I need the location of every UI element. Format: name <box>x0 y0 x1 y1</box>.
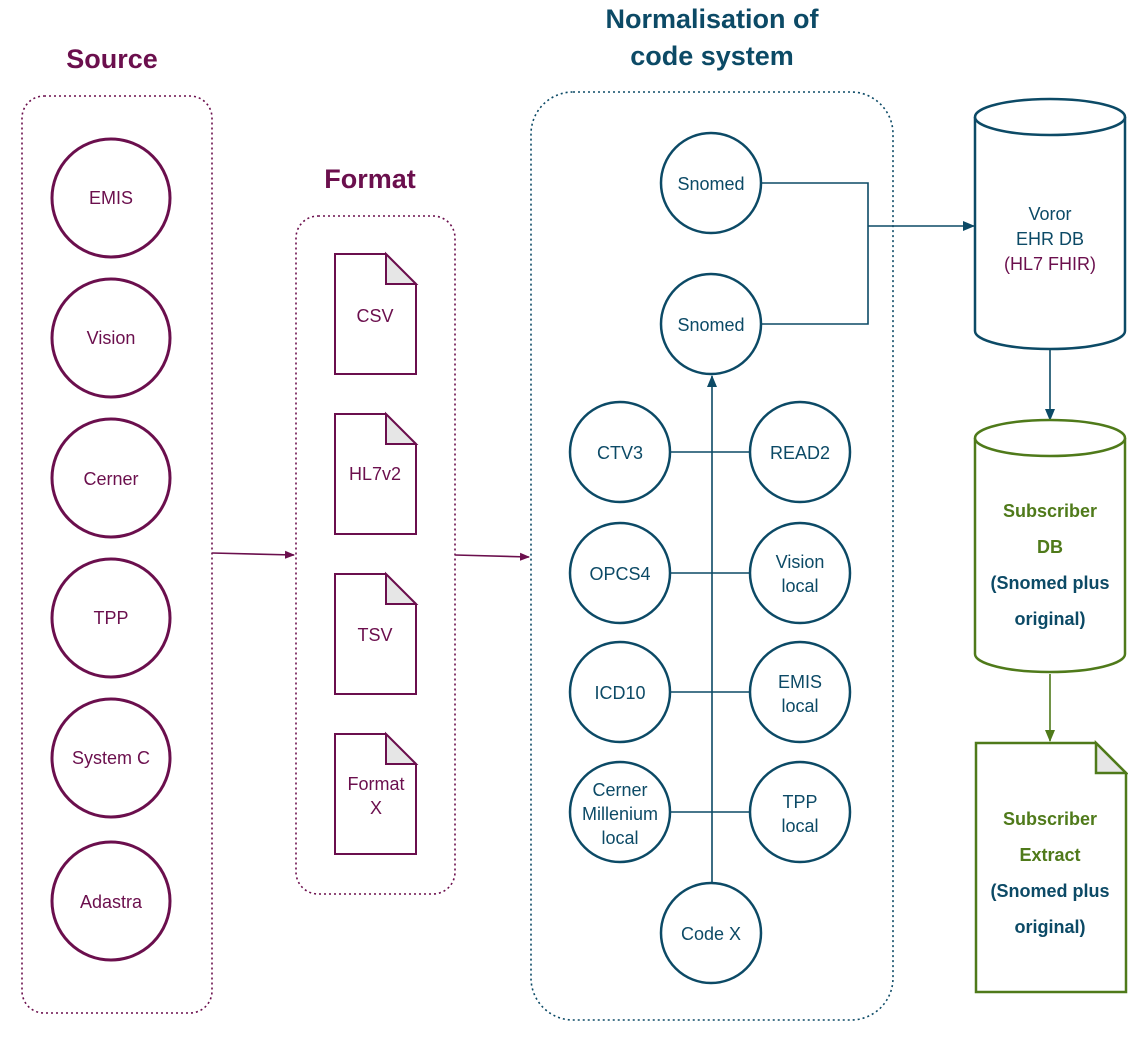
code-label-tpp-local-line1: TPP <box>782 792 817 812</box>
format-label-tsv: TSV <box>357 625 392 645</box>
source-label-adastra: Adastra <box>80 892 143 912</box>
code-node-opcs4[interactable]: OPCS4 <box>568 521 672 625</box>
snomed-mid-connector <box>762 226 869 325</box>
ehr-db-label-line1: Voror <box>1028 204 1071 224</box>
code-node-snomed-top[interactable]: Snomed <box>659 131 763 235</box>
format-doc-hl7v2[interactable]: HL7v2 <box>334 411 419 535</box>
code-label-vision-local-line1: Vision <box>776 552 825 572</box>
source-title: Source <box>66 44 158 74</box>
format-label-csv: CSV <box>356 306 393 326</box>
ehr-db-label-line3: (HL7 FHIR) <box>1004 254 1096 274</box>
code-node-cerner-millenium-local[interactable]: Cerner Millenium local <box>568 760 672 864</box>
subscriber-db-label-line1: Subscriber <box>1003 501 1097 521</box>
source-label-system-c: System C <box>72 748 150 768</box>
code-nodes: Snomed Snomed CTV3 OPCS4 ICD10 Cerner Mi… <box>568 131 852 985</box>
source-node-adastra[interactable]: Adastra <box>50 840 172 962</box>
subscriber-db-label-line4: original) <box>1015 609 1086 629</box>
code-label-emis-local-line1: EMIS <box>778 672 822 692</box>
format-label-format-x-line1: Format <box>347 774 404 794</box>
source-to-format-arrow <box>211 550 295 559</box>
code-node-vision-local[interactable]: Vision local <box>748 521 852 625</box>
snomed-top-connector <box>762 182 869 226</box>
code-node-emis-local[interactable]: EMIS local <box>748 640 852 744</box>
code-label-emis-local-line2: local <box>781 696 818 716</box>
code-label-cerner-line2: Millenium <box>582 804 658 824</box>
subscriber-db-cylinder[interactable]: Subscriber DB (Snomed plus original) <box>973 418 1127 674</box>
normalisation-title-line2: code system <box>630 41 794 71</box>
code-label-code-x: Code X <box>681 924 741 944</box>
ehr-db-cylinder[interactable]: Voror EHR DB (HL7 FHIR) <box>973 97 1127 351</box>
format-doc-tsv[interactable]: TSV <box>334 571 419 695</box>
subscriber-extract-label-line3: (Snomed plus <box>990 881 1109 901</box>
source-node-vision[interactable]: Vision <box>50 277 172 399</box>
subscriber-extract-label-line2: Extract <box>1019 845 1080 865</box>
subscriber-extract-label-line4: original) <box>1015 917 1086 937</box>
source-node-emis[interactable]: EMIS <box>50 137 172 259</box>
format-label-format-x-line2: X <box>370 798 382 818</box>
code-label-snomed-mid: Snomed <box>677 315 744 335</box>
code-label-tpp-local-line2: local <box>781 816 818 836</box>
format-nodes: CSV HL7v2 TSV Format X <box>334 251 419 855</box>
source-node-system-c[interactable]: System C <box>50 697 172 819</box>
format-doc-csv[interactable]: CSV <box>334 251 419 375</box>
source-nodes: EMIS Vision Cerner TPP System C Adastra <box>50 137 172 962</box>
source-node-cerner[interactable]: Cerner <box>50 417 172 539</box>
source-container <box>21 95 213 1014</box>
normalisation-container <box>530 91 894 1021</box>
subscriber-extract-label-line1: Subscriber <box>1003 809 1097 829</box>
format-to-normalisation-arrow <box>454 552 530 561</box>
source-label-cerner: Cerner <box>83 469 138 489</box>
code-node-snomed-mid[interactable]: Snomed <box>659 272 763 376</box>
code-node-tpp-local[interactable]: TPP local <box>748 760 852 864</box>
code-label-read2: READ2 <box>770 443 830 463</box>
normalisation-connectors <box>670 182 975 884</box>
code-node-icd10[interactable]: ICD10 <box>568 640 672 744</box>
source-node-tpp[interactable]: TPP <box>50 557 172 679</box>
subscriber-extract-doc[interactable]: Subscriber Extract (Snomed plus original… <box>974 739 1128 994</box>
subscriber-db-label-line3: (Snomed plus <box>990 573 1109 593</box>
normalisation-title-line1: Normalisation of <box>605 4 819 34</box>
code-label-cerner-line3: local <box>601 828 638 848</box>
source-label-vision: Vision <box>87 328 136 348</box>
code-label-cerner-line1: Cerner <box>592 780 647 800</box>
code-label-opcs4: OPCS4 <box>589 564 650 584</box>
code-label-vision-local-line2: local <box>781 576 818 596</box>
code-node-code-x[interactable]: Code X <box>659 881 763 985</box>
subscriber-db-label-line2: DB <box>1037 537 1063 557</box>
code-node-read2[interactable]: READ2 <box>748 400 852 504</box>
format-title: Format <box>324 164 416 194</box>
source-label-emis: EMIS <box>89 188 133 208</box>
code-label-snomed-top: Snomed <box>677 174 744 194</box>
ehr-db-label-line2: EHR DB <box>1016 229 1084 249</box>
code-node-ctv3[interactable]: CTV3 <box>568 400 672 504</box>
code-label-icd10: ICD10 <box>594 683 645 703</box>
format-doc-format-x[interactable]: Format X <box>334 731 419 855</box>
format-label-hl7v2: HL7v2 <box>349 464 401 484</box>
source-label-tpp: TPP <box>93 608 128 628</box>
code-label-ctv3: CTV3 <box>597 443 643 463</box>
